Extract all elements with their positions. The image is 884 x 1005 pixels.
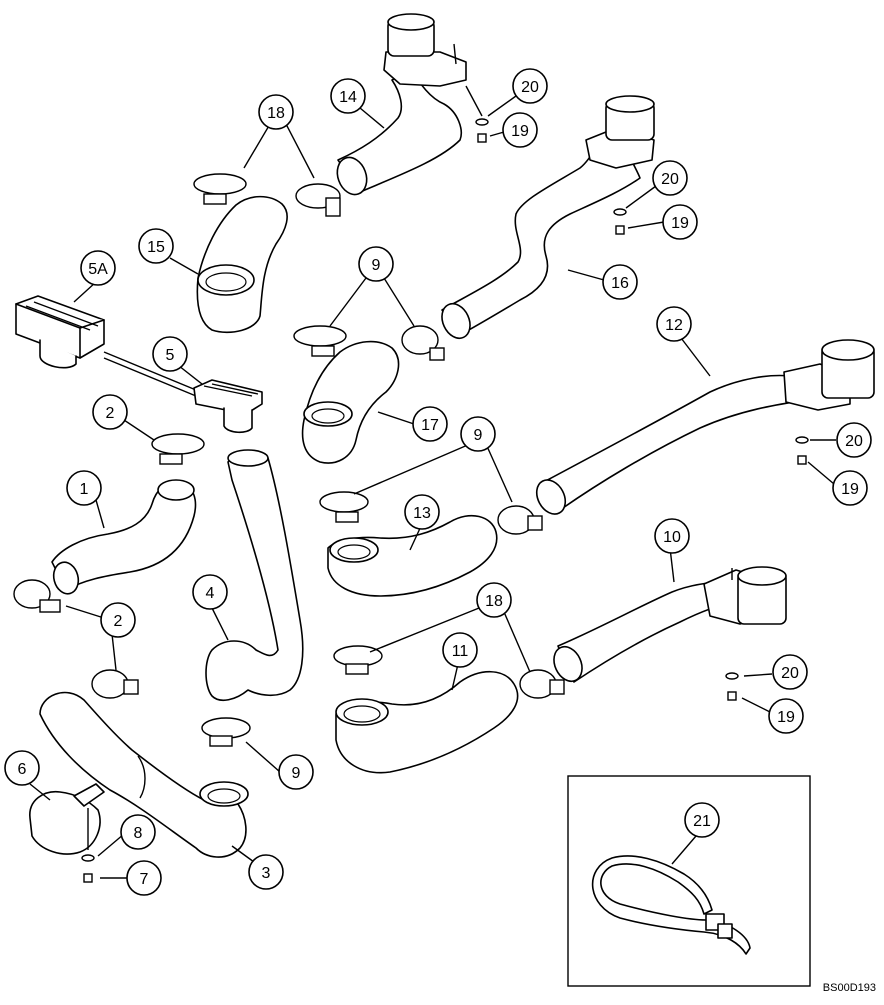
callout-15: 15 — [138, 228, 174, 264]
hose-1 — [51, 479, 197, 595]
callout-6: 6 — [4, 750, 40, 786]
svg-text:4: 4 — [206, 585, 215, 602]
callout-20-b: 20 — [652, 160, 688, 196]
callout-14: 14 — [330, 78, 366, 114]
svg-text:12: 12 — [665, 317, 683, 334]
callout-18-bottom: 18 — [476, 582, 512, 618]
svg-text:5A: 5A — [88, 261, 108, 278]
svg-text:3: 3 — [262, 865, 271, 882]
callout-17: 17 — [412, 406, 448, 442]
callout-13: 13 — [404, 494, 440, 530]
svg-text:19: 19 — [671, 215, 689, 232]
svg-text:2: 2 — [106, 405, 115, 422]
svg-text:16: 16 — [611, 275, 629, 292]
callout-3: 3 — [248, 854, 284, 890]
svg-text:9: 9 — [372, 257, 381, 274]
callout-2-b: 2 — [100, 602, 136, 638]
svg-text:9: 9 — [474, 427, 483, 444]
drawing-code: BS00D193 — [822, 982, 876, 994]
callout-5a: 5A — [80, 250, 116, 286]
svg-text:14: 14 — [339, 89, 357, 106]
callout-9-c: 9 — [278, 754, 314, 790]
svg-text:20: 20 — [661, 171, 679, 188]
callout-19-c: 19 — [832, 470, 868, 506]
svg-text:18: 18 — [267, 105, 285, 122]
svg-text:6: 6 — [18, 761, 27, 778]
callout-19-d: 19 — [768, 698, 804, 734]
hose-11 — [335, 671, 519, 774]
svg-text:18: 18 — [485, 593, 503, 610]
callout-8: 8 — [120, 814, 156, 850]
callout-19-a: 19 — [502, 112, 538, 148]
vent-5 — [193, 379, 263, 434]
svg-text:19: 19 — [841, 481, 859, 498]
svg-text:9: 9 — [292, 765, 301, 782]
callout-5: 5 — [152, 336, 188, 372]
svg-text:2: 2 — [114, 613, 123, 630]
svg-text:5: 5 — [166, 347, 175, 364]
svg-text:20: 20 — [845, 433, 863, 450]
leader-lines — [29, 95, 836, 879]
callout-20-a: 20 — [512, 68, 548, 104]
hose-clamps — [13, 173, 565, 747]
hose-4 — [205, 449, 304, 702]
callout-11: 11 — [442, 632, 478, 668]
svg-text:1: 1 — [80, 481, 89, 498]
svg-text:11: 11 — [452, 643, 469, 660]
callout-16: 16 — [602, 264, 638, 300]
svg-text:13: 13 — [413, 505, 431, 522]
callout-20-c: 20 — [836, 422, 872, 458]
svg-text:8: 8 — [134, 825, 143, 842]
clamp-6 — [29, 783, 105, 855]
hose-12 — [535, 339, 875, 515]
fasteners — [81, 85, 809, 883]
cable-tie-inset — [567, 775, 811, 987]
callout-9-a: 9 — [358, 246, 394, 282]
svg-text:21: 21 — [693, 813, 711, 830]
vent-5a — [15, 295, 197, 397]
callout-4: 4 — [192, 574, 228, 610]
hose-13 — [327, 514, 498, 597]
svg-text:19: 19 — [777, 709, 795, 726]
callout-9-b: 9 — [460, 416, 496, 452]
callout-7: 7 — [126, 860, 162, 896]
hose-3 — [39, 691, 249, 858]
callout-2-a: 2 — [92, 394, 128, 430]
callout-10: 10 — [654, 518, 690, 554]
hose-15 — [196, 195, 288, 334]
svg-text:7: 7 — [140, 871, 149, 888]
callout-20-d: 20 — [772, 654, 808, 690]
svg-text:17: 17 — [421, 417, 439, 434]
svg-text:19: 19 — [511, 123, 529, 140]
svg-text:15: 15 — [147, 239, 165, 256]
callout-1: 1 — [66, 470, 102, 506]
hose-17 — [301, 340, 400, 464]
svg-text:20: 20 — [781, 665, 799, 682]
callout-21: 21 — [684, 802, 720, 838]
callout-18-top: 18 — [258, 94, 294, 130]
hose-16 — [441, 95, 655, 340]
svg-text:10: 10 — [663, 529, 681, 546]
hose-10 — [553, 566, 787, 683]
callout-19-b: 19 — [662, 204, 698, 240]
svg-text:20: 20 — [521, 79, 539, 96]
hose-14 — [336, 13, 467, 196]
callout-12: 12 — [656, 306, 692, 342]
